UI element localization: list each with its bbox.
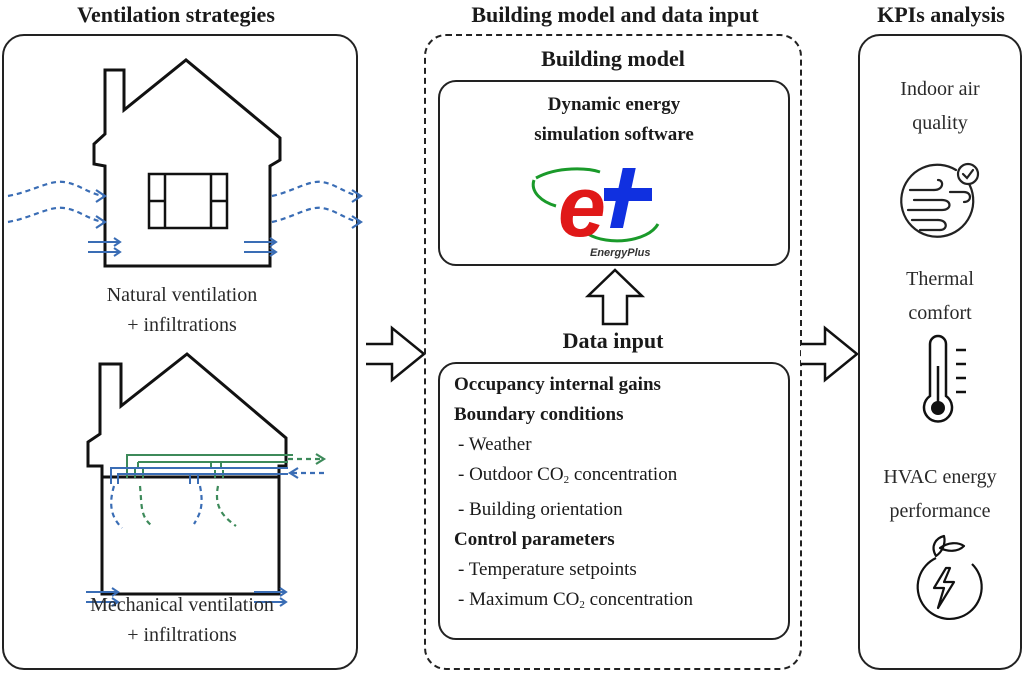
item-building-orientation: - Building orientation: [458, 499, 623, 520]
logo-wordmark: EnergyPlus: [590, 247, 651, 259]
wind-arrowheads-out: [351, 189, 363, 229]
item-outdoor-co2-prefix: - Outdoor CO: [458, 464, 564, 485]
infiltration-arrows-right: [244, 237, 278, 257]
natural-caption-line1: Natural ventilation: [106, 284, 258, 306]
supply-arrowhead: [287, 467, 299, 479]
item-outdoor-co2: - Outdoor CO2 concentration: [454, 460, 788, 495]
supply-duct: [110, 467, 288, 484]
kpi-hvac-line2: performance: [889, 500, 991, 522]
kpi-thermal-line2: comfort: [908, 302, 972, 324]
group-occupancy: Occupancy internal gains: [454, 374, 661, 395]
energy-icon: [916, 534, 983, 620]
kpi-air-quality-line1: Indoor air: [900, 78, 980, 100]
kpi-thermal-label: Thermal comfort: [860, 262, 1020, 330]
window-icon: [147, 172, 229, 230]
software-description: Dynamic energy simulation software: [440, 90, 788, 150]
flow-arrow-to-kpis: [801, 325, 859, 383]
kpi-hvac-line1: HVAC energy: [883, 466, 997, 488]
kpi-air-quality-label: Indoor air quality: [860, 72, 1020, 140]
item-temperature-setpoints: - Temperature setpoints: [458, 559, 637, 580]
wind-arrows-in: [7, 180, 105, 224]
kpi-hvac-label: HVAC energy performance: [860, 460, 1020, 528]
natural-ventilation-house: [7, 58, 363, 268]
wind-arrowheads-in: [95, 189, 107, 229]
flow-arrow-to-model: [366, 325, 426, 383]
software-line1: Dynamic energy: [547, 94, 681, 115]
building-model-title: Building model: [541, 46, 685, 71]
item-outdoor-co2-suffix: concentration: [573, 464, 678, 485]
logo-orbit-top: [535, 167, 601, 180]
kpis-panel: Indoor air quality Thermal comfort HVAC …: [858, 34, 1022, 670]
group-control-parameters: Control parameters: [454, 529, 615, 550]
item-weather: - Weather: [458, 434, 532, 455]
data-input-title: Data input: [562, 328, 664, 353]
software-line2: simulation software: [534, 124, 694, 145]
infiltration-arrows-left: [88, 237, 122, 257]
co2-subscript: 2: [579, 599, 585, 611]
logo-plus-horizontal: [604, 188, 652, 201]
item-max-co2: - Maximum CO2 concentration: [454, 585, 788, 620]
natural-caption-line2: + infiltrations: [127, 314, 237, 336]
logo-e-glyph: e: [558, 159, 606, 255]
exhaust-arrowhead: [315, 453, 327, 465]
item-max-co2-suffix: concentration: [589, 589, 694, 610]
wind-arrows-out: [271, 180, 361, 224]
data-input-box: Occupancy internal gains Boundary condit…: [438, 362, 790, 640]
item-max-co2-prefix: - Maximum CO: [458, 589, 580, 610]
model-panel: Building model Dynamic energy simulation…: [424, 34, 802, 670]
ventilation-heading: Ventilation strategies: [77, 2, 275, 27]
natural-ventilation-caption: Natural ventilation + infiltrations: [4, 280, 360, 340]
air-quality-icon: [900, 162, 980, 238]
ventilation-panel: Natural ventilation + infiltrations: [2, 34, 363, 670]
logo-orbit-left: [531, 179, 557, 208]
thermometer-icon: [922, 334, 966, 423]
group-boundary-conditions: Boundary conditions: [454, 404, 624, 425]
house-outline: [86, 352, 288, 596]
house-outline: [92, 58, 282, 268]
flow-arrow-up: [584, 268, 646, 326]
kpi-thermal-line1: Thermal: [906, 268, 974, 290]
mechanical-ventilation-house: [86, 352, 327, 607]
model-heading: Building model and data input: [471, 2, 759, 27]
kpis-heading: KPIs analysis: [877, 2, 1005, 27]
kpi-air-quality-line2: quality: [912, 112, 968, 134]
co2-subscript: 2: [563, 474, 570, 486]
mechanical-caption-line2: + infiltrations: [127, 624, 237, 646]
room-airflow: [110, 485, 237, 529]
building-model-box: Dynamic energy simulation software e Ene…: [438, 80, 790, 266]
infiltration-arrows: [86, 587, 288, 607]
logo-orbit-bottom: [587, 223, 660, 243]
energyplus-logo: e EnergyPlus: [531, 159, 660, 259]
mechanical-ventilation-caption: Mechanical ventilation + infiltrations: [4, 590, 360, 650]
mechanical-caption-line1: Mechanical ventilation: [90, 594, 274, 616]
